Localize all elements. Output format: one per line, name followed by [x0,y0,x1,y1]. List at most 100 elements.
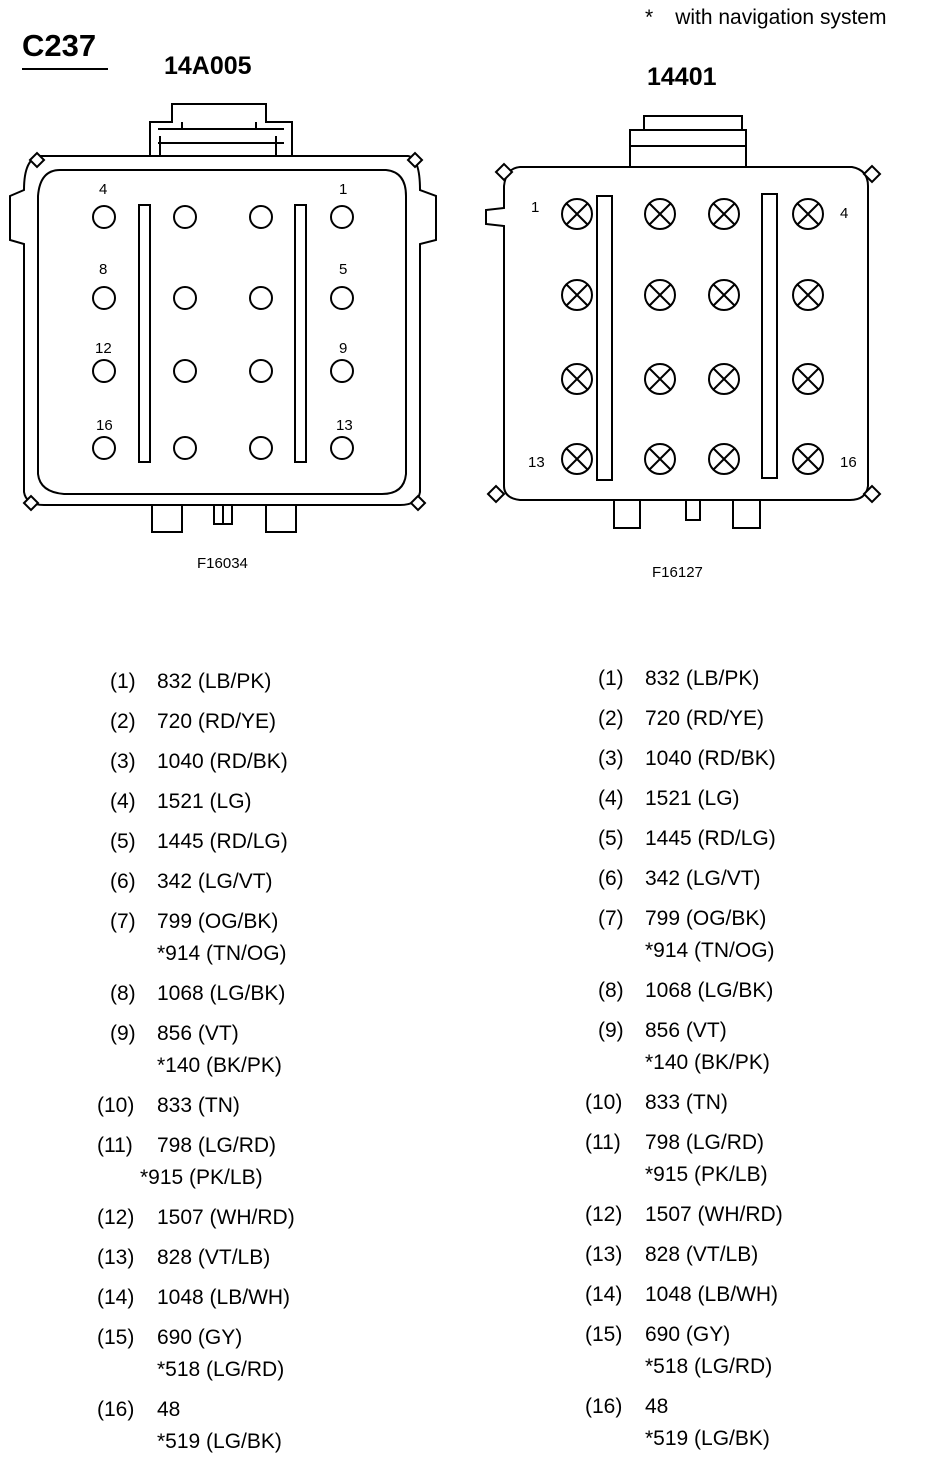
right-pin-number: (16) [585,1395,623,1418]
right-pin-wire: 833 (TN) [645,1091,728,1114]
right-pin-number: (7) [598,907,624,930]
right-pin-socket [708,279,740,311]
left-pin-number: (8) [110,982,136,1005]
right-pin-socket [792,198,824,230]
left-pin-row: (13)828 (VT/LB) [97,1246,357,1286]
left-pin-label-13: 13 [336,417,353,434]
right-pin-wire: 690 (GY) [645,1323,731,1346]
note-text: with navigation system [675,6,887,29]
connector-id-underline [22,68,108,70]
right-part-number: 14401 [647,63,717,91]
left-pin-wire: 828 (VT/LB) [157,1246,271,1269]
left-pin-number: (1) [110,670,136,693]
left-pin-number: (6) [110,870,136,893]
right-pin-wire: 342 (LG/VT) [645,867,761,890]
right-pin-wire-alt: *914 (TN/OG) [645,939,775,962]
right-pin-row: (15) 690 (GY) *518 (LG/RD) [585,1323,845,1395]
right-pin-wire-alt: *518 (LG/RD) [645,1355,773,1378]
left-pin-wire: 1040 (RD/BK) [157,750,288,773]
left-pin-row: (14)1048 (LB/WH) [97,1286,357,1326]
left-pin-wire: 833 (TN) [157,1094,240,1117]
right-pin-row: (2) 720 (RD/YE) [585,707,845,747]
right-pin-socket [561,363,593,395]
left-pin-wire-alt: *519 (LG/BK) [157,1430,282,1453]
left-pin-row: (12)1507 (WH/RD) [97,1206,357,1246]
right-pin-socket [708,363,740,395]
right-pin-number: (3) [598,747,624,770]
left-pin-label-16: 16 [96,417,113,434]
right-pin-row: (6)342 (LG/VT) [585,867,845,907]
left-pin-wire-alt: *140 (BK/PK) [157,1054,282,1077]
right-pin-row: (3) 1040 (RD/BK) [585,747,845,787]
left-pin-number: (2) [110,710,136,733]
left-pin-wire: 1507 (WH/RD) [157,1206,295,1229]
right-pins [561,198,824,475]
left-pin-row: (7)799 (OG/BK)*914 (TN/OG) [97,910,357,982]
right-pin-number: (1) [598,667,624,690]
right-pin-label-13: 13 [528,454,545,471]
left-pin-wire: 1445 (RD/LG) [157,830,288,853]
left-figure-code: F16034 [197,555,248,572]
right-pin-number: (12) [585,1203,623,1226]
right-pin-wire: 48 [645,1395,669,1418]
right-pin-socket [708,198,740,230]
right-pin-wire: 832 (LB/PK) [645,667,760,690]
left-pin-row: (5) 1445 (RD/LG) [97,830,357,870]
left-pin-wire: 690 (GY) [157,1326,243,1349]
left-pin-row: (4)1521 (LG) [97,790,357,830]
left-pin-wire-alt: *915 (PK/LB) [140,1166,263,1189]
left-pin-number: (15) [97,1326,135,1349]
left-pin-number: (9) [110,1022,136,1045]
right-pin-socket [644,279,676,311]
right-pin-number: (2) [598,707,624,730]
right-figure-code: F16127 [652,564,703,581]
right-pin-wire: 720 (RD/YE) [645,707,765,730]
left-pin-label-5: 5 [339,261,347,278]
right-pin-wire: 799 (OG/BK) [645,907,767,930]
note-marker: * [645,6,654,29]
right-pin-wire-alt: *140 (BK/PK) [645,1051,770,1074]
right-pin-label-16: 16 [840,454,857,471]
left-pin-row: (6) 342 (LG/VT) [97,870,357,910]
right-pin-row: (5)1445 (RD/LG) [585,827,845,867]
left-part-number: 14A005 [164,52,252,80]
left-pin-wire: 832 (LB/PK) [157,670,272,693]
right-pin-row: (8)1068 (LG/BK) [585,979,845,1019]
right-pin-wire-alt: *519 (LG/BK) [645,1427,770,1450]
right-pin-socket [792,363,824,395]
left-pin-wire-alt: *518 (LG/RD) [157,1358,285,1381]
left-pin-wire: 1048 (LB/WH) [157,1286,291,1309]
right-pin-wire: 1048 (LB/WH) [645,1283,779,1306]
right-pin-wire: 798 (LG/RD) [645,1131,765,1154]
right-pin-number: (5) [598,827,624,850]
right-pin-row: (7) 799 (OG/BK) *914 (TN/OG) [585,907,845,979]
left-pin-wire: 798 (LG/RD) [157,1134,277,1157]
left-pin-wire: 342 (LG/VT) [157,870,273,893]
right-pin-wire: 1040 (RD/BK) [645,747,776,770]
right-pin-number: (15) [585,1323,623,1346]
right-pin-socket [644,443,676,475]
right-pin-row: (14)1048 (LB/WH) [585,1283,845,1323]
right-pin-socket [561,443,593,475]
right-pin-number: (10) [585,1091,623,1114]
right-pin-number: (13) [585,1243,623,1266]
right-pin-socket [792,279,824,311]
left-pin-number: (5) [110,830,136,853]
left-pin-wire: 856 (VT) [157,1022,239,1045]
left-pin-row: (11)798 (LG/RD)*915 (PK/LB) [97,1134,357,1206]
right-pin-label-4: 4 [840,205,848,222]
right-pin-row: (4)1521 (LG) [585,787,845,827]
right-pin-row: (10) 833 (TN) [585,1091,845,1131]
left-pin-row: (10)833 (TN) [97,1094,357,1134]
left-pin-label-9: 9 [339,340,347,357]
right-pin-number: (4) [598,787,624,810]
right-pin-wire: 1068 (LG/BK) [645,979,774,1002]
right-pin-wire: 828 (VT/LB) [645,1243,759,1266]
left-pin-label-8: 8 [99,261,107,278]
left-pin-wire: 1068 (LG/BK) [157,982,286,1005]
right-connector-drawing [485,115,882,529]
left-pin-wire: 799 (OG/BK) [157,910,279,933]
left-pin-row: (8) 1068 (LG/BK) [97,982,357,1022]
right-pin-socket [792,443,824,475]
left-pin-row: (1) 832 (LB/PK) [97,670,357,710]
